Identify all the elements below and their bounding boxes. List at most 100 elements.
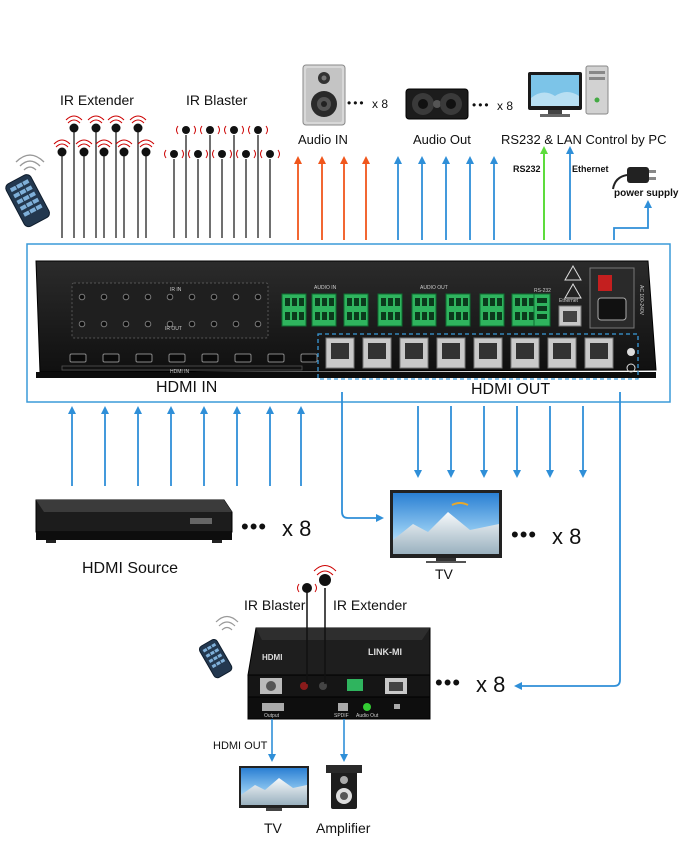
terminal-screw <box>529 312 534 320</box>
terminal-screw <box>515 312 520 320</box>
ir-blaster-emitter-icon <box>194 150 202 158</box>
receiver-ir-blaster-icon <box>297 583 317 684</box>
terminal-screw <box>463 298 468 306</box>
terminal-screw <box>483 312 488 320</box>
ir-extender-sensors <box>53 115 155 238</box>
ir-emit-waves-icon <box>236 149 256 159</box>
hdmi-in-port <box>267 353 285 363</box>
center-speaker-icon <box>405 88 469 120</box>
terminal-screw <box>483 298 488 306</box>
ir-blaster-emitter-icon <box>206 126 214 134</box>
ir-out-jack <box>144 320 152 328</box>
ir-emit-waves-icon <box>188 149 208 159</box>
pc-icon <box>528 65 609 117</box>
terminal-screw <box>361 312 366 320</box>
ir-blaster-label: IR Blaster <box>186 92 248 108</box>
ir-all-jack <box>254 293 262 301</box>
ir-in-jack <box>210 293 218 301</box>
terminal-screw <box>497 312 502 320</box>
terminal-screw <box>395 298 400 306</box>
hdmi-in-panel-label: HDMI IN <box>170 369 190 375</box>
ir-out-jack <box>188 320 196 328</box>
speaker-icon <box>302 64 346 126</box>
receiver-hdmi-logo: HDMI <box>262 653 282 662</box>
ir-in-jack <box>188 293 196 301</box>
ir-blaster-emitter-icon <box>242 150 250 158</box>
tv-label: TV <box>435 566 453 582</box>
ir-signal-waves-icon <box>75 139 93 148</box>
ir-blaster-emitter-icon <box>182 126 190 134</box>
receiver-ir-extender-label: IR Extender <box>333 597 407 613</box>
ir-in-jack <box>78 293 86 301</box>
terminal-screw <box>449 312 454 320</box>
audio-out-panel-label: AUDIO OUT <box>420 285 448 291</box>
terminal-screw <box>415 298 420 306</box>
terminal-screw <box>497 298 502 306</box>
terminal-screw <box>292 298 297 306</box>
ir-in-jack <box>232 293 240 301</box>
receiver-box-icon <box>247 627 431 720</box>
amplifier-icon <box>326 765 362 809</box>
ethernet-label: Ethernet <box>572 164 609 174</box>
hdmi-out-label: HDMI OUT <box>471 381 551 398</box>
ir-in-jack <box>100 293 108 301</box>
remote-control-small-icon <box>198 638 233 679</box>
rs232-label: RS232 <box>513 164 541 174</box>
rj45-socket <box>516 343 534 359</box>
rs232-lan-label: RS232 & LAN Control by PC <box>501 132 667 147</box>
terminal-screw <box>299 298 304 306</box>
terminal-screw <box>347 298 352 306</box>
ir-signal-waves-icon <box>65 115 83 124</box>
ir-in-panel-label: IR IN <box>170 287 182 293</box>
tv-icon <box>390 490 502 563</box>
terminal-screw <box>429 298 434 306</box>
matrix-frame <box>26 243 671 403</box>
upper-signal-lines <box>294 146 652 240</box>
terminal-screw <box>422 298 427 306</box>
terminal-screw <box>361 298 366 306</box>
rj45-socket <box>590 343 608 359</box>
terminal-screw <box>422 312 427 320</box>
terminal-screw <box>315 312 320 320</box>
receiver-spdif-label: SPDIF <box>334 713 349 719</box>
rs232-port-label: RS-232 <box>534 288 551 294</box>
ir-emit-waves-icon <box>212 149 232 159</box>
signal-waves-small-icon <box>215 615 239 631</box>
hdmi-source-icon <box>35 499 233 543</box>
hdmi-in-ports <box>69 353 318 363</box>
ir-out-jack <box>166 320 174 328</box>
ir-emit-waves-icon <box>176 125 196 135</box>
audio-out-dots: ••• <box>472 98 491 112</box>
hdmi-in-port <box>69 353 87 363</box>
receiver-dots: ••• <box>435 670 462 695</box>
terminal-screw <box>329 298 334 306</box>
rj45-socket <box>553 343 571 359</box>
source-multiplier: x 8 <box>282 516 312 541</box>
terminal-screw <box>285 298 290 306</box>
matrix-device <box>35 260 657 380</box>
hdmi-in-label: HDMI IN <box>156 379 218 396</box>
receiver-output-label: Output <box>264 713 280 719</box>
source-dots: ••• <box>241 514 268 539</box>
terminal-screw <box>381 298 386 306</box>
hdmi-source-label: HDMI Source <box>82 560 179 577</box>
terminal-screw <box>490 312 495 320</box>
ir-in-jack <box>144 293 152 301</box>
terminal-screw <box>449 298 454 306</box>
ac-rating-label: AC 100-240V <box>638 285 644 316</box>
ir-extender-sensor-icon <box>57 147 67 157</box>
ir-extender-sensor-icon <box>91 123 101 133</box>
tv-dots: ••• <box>511 522 538 547</box>
terminal-screw <box>315 298 320 306</box>
receiver-audio-out-label: Audio Out <box>356 713 379 719</box>
terminal-screw <box>456 298 461 306</box>
ir-out-jack <box>100 320 108 328</box>
amplifier-label: Amplifier <box>316 820 371 836</box>
terminal-screw <box>395 312 400 320</box>
terminal-screw <box>388 298 393 306</box>
ir-emit-waves-icon <box>200 125 220 135</box>
hdmi-in-port <box>135 353 153 363</box>
rj45-socket <box>405 343 423 359</box>
terminal-screw <box>490 298 495 306</box>
